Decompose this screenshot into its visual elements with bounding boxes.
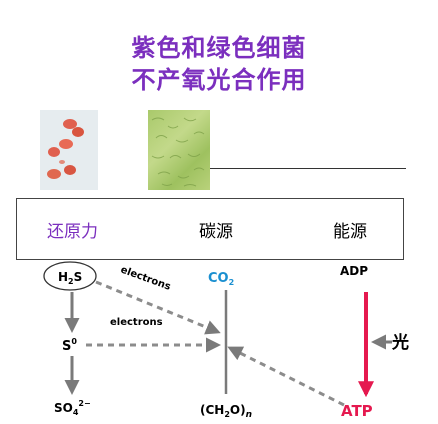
co2-label: CO2 [208,271,234,287]
purple-bacteria-photo [40,110,98,190]
header-energy-source: 能源 [333,222,367,242]
h2s-ellipse [43,261,97,291]
column-header-box: 还原力 碳源 能源 [16,198,404,260]
photo-connector-line [210,168,406,169]
page-title-line-1: 紫色和绿色细菌 [131,34,307,62]
page-title-line-2: 不产氧光合作用 [131,66,307,94]
electrons-label-1: electrons [119,264,172,292]
header-carbon-source: 碳源 [199,222,233,242]
light-label: 光 [391,332,409,353]
header-reducing-power: 还原力 [47,222,98,242]
purple-bacteria-cells [47,119,84,179]
adp-label: ADP [340,264,368,278]
atp-label: ATP [341,402,373,420]
ch2o-label: (CH2O)n [200,403,252,420]
green-bacteria-cells [151,117,205,187]
h2s-label: H2S [58,270,82,286]
atp-to-carbon-arrow [227,346,345,407]
green-bacteria-photo [148,110,210,190]
so4-label: SO42− [54,399,91,417]
s0-label: S0 [62,337,77,354]
electrons-label-2: electrons [110,317,163,328]
